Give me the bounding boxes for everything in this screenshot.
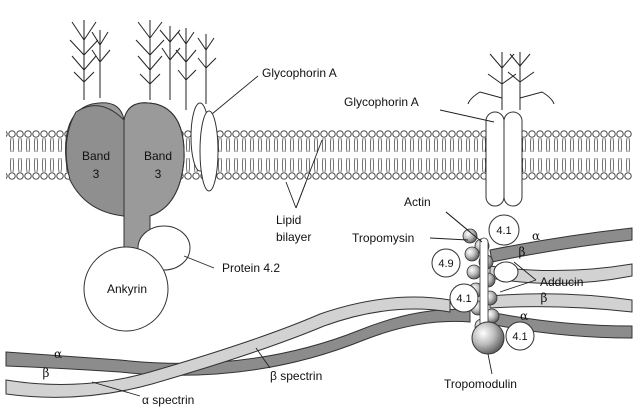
band-4-1-mid-label: 4.1 bbox=[456, 293, 471, 305]
ankyrin bbox=[83, 246, 169, 332]
band-3-left-label-2: 3 bbox=[93, 167, 100, 181]
protein-4-2-label: Protein 4.2 bbox=[222, 261, 280, 275]
tropomodulin bbox=[471, 321, 505, 355]
band-4-9-label: 4.9 bbox=[438, 258, 453, 270]
adducin bbox=[493, 261, 519, 283]
lipid-bilayer-label-2: bilayer bbox=[276, 230, 311, 244]
beta-spectrin-label: β spectrin bbox=[270, 369, 322, 383]
glycophorin-sugar-chains-left bbox=[69, 20, 217, 110]
glycophorin-a-right bbox=[485, 111, 523, 207]
ankyrin-label: Ankyrin bbox=[107, 282, 147, 296]
band-3-dimer bbox=[65, 102, 185, 251]
tropomysin-label: Tropomysin bbox=[352, 231, 414, 245]
band-4-1-mid bbox=[449, 283, 479, 313]
alpha-right-top-label: α bbox=[532, 229, 540, 243]
tropomodulin-label: Tropomodulin bbox=[444, 377, 517, 391]
tropomyosin-rod bbox=[479, 237, 489, 335]
band-3-right-label-1: Band bbox=[144, 149, 172, 163]
band-4-1-top-label: 4.1 bbox=[496, 225, 511, 237]
alpha-left-label: α bbox=[54, 347, 62, 361]
glycophorin-a-left bbox=[190, 102, 219, 192]
beta-right-mid-label: β bbox=[541, 291, 548, 305]
glycophorin-sugar-chains-right bbox=[467, 52, 555, 110]
band-4-9 bbox=[431, 248, 461, 278]
adducin-label: Adducin bbox=[540, 275, 583, 289]
beta-right-top-label: β bbox=[519, 245, 526, 259]
band-4-1-bottom bbox=[505, 321, 535, 351]
band-3-right-label-2: 3 bbox=[155, 167, 162, 181]
band-4-1-bottom-label: 4.1 bbox=[512, 331, 527, 343]
beta-left-label: β bbox=[43, 366, 50, 380]
glycophorin-a-right-label: Glycophorin A bbox=[344, 95, 419, 109]
alpha-spectrin-label: α spectrin bbox=[142, 393, 194, 407]
spectrin-strands bbox=[5, 227, 633, 398]
band-4-1-top bbox=[488, 214, 520, 246]
alpha-right-mid-label: α bbox=[520, 309, 528, 323]
leader-lines bbox=[91, 75, 537, 397]
lipid-bilayer-label-1: Lipid bbox=[276, 213, 301, 227]
glycophorin-a-left-label: Glycophorin A bbox=[262, 66, 337, 80]
actin-label: Actin bbox=[404, 195, 431, 209]
band-3-left-label-1: Band bbox=[82, 149, 110, 163]
